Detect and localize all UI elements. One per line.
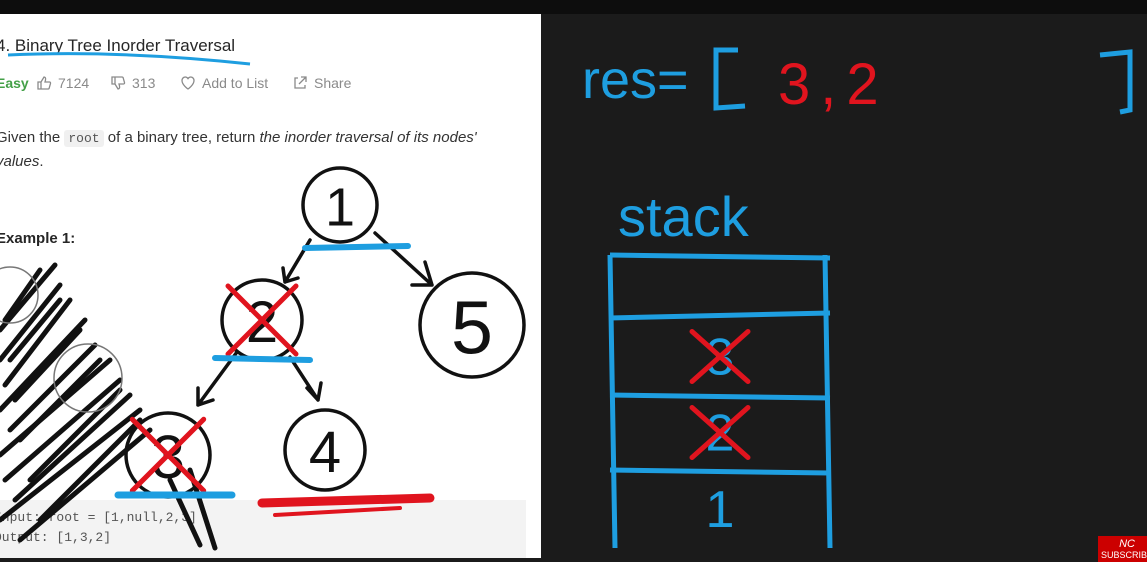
subscribe-label: SUBSCRIBE [1101, 550, 1147, 560]
scribble [0, 262, 218, 551]
dislike-button[interactable]: 313 [110, 72, 155, 94]
stack-divider [609, 467, 831, 476]
res-value: 2 [846, 52, 878, 117]
tree-node-label: 4 [309, 420, 341, 485]
inline-code-root: root [64, 130, 104, 147]
res-close-bracket [1099, 49, 1133, 115]
tree-node-circle [418, 271, 526, 379]
tree-node: 5 [418, 271, 526, 379]
res-value: , [820, 52, 836, 117]
difficulty-badge: Easy [0, 75, 29, 91]
tree-node: 1 [301, 166, 379, 244]
stack-cell: 2 [689, 405, 751, 463]
share-icon [294, 76, 307, 89]
cross-mark [689, 329, 751, 384]
res-expression: res= 3,2 [582, 47, 1133, 117]
desc-emphasis: the inorder traversal of its nodes' valu… [0, 129, 477, 170]
tree-node-label: 1 [325, 177, 355, 237]
thumbs-down-icon [111, 76, 126, 90]
res-values: 3,2 [778, 52, 879, 117]
add-to-list-label: Add to List [202, 75, 269, 91]
example-label: Example 1: [0, 230, 76, 247]
like-button[interactable]: 7124 [36, 72, 89, 94]
share-button[interactable]: Share [292, 72, 351, 94]
tree-node-circle [283, 408, 367, 492]
subscribe-watermark: NC SUBSCRIBE [1098, 536, 1147, 562]
add-to-list-button[interactable]: Add to List [180, 72, 268, 94]
desc-text: Given the [0, 129, 65, 146]
tree-node-label: 5 [451, 286, 493, 370]
stack-cell-value: 1 [706, 481, 735, 539]
problem-title: 4. Binary Tree Inorder Traversal [0, 36, 236, 55]
stack-divider [609, 310, 831, 321]
title-underline [7, 52, 251, 66]
likes-count: 7124 [58, 75, 90, 91]
share-label: Share [314, 75, 352, 91]
desc-text-mid: of a binary tree, return [103, 129, 260, 146]
nc-logo: NC [1119, 538, 1135, 550]
tree-node: 2 [220, 278, 304, 362]
stack-divider [609, 252, 831, 261]
stack-walls [607, 254, 833, 549]
tree-node: 4 [283, 408, 367, 492]
res-open-bracket [713, 47, 746, 111]
stack-cell: 1 [706, 481, 735, 539]
stack-label: stack [618, 185, 750, 248]
heart-icon [181, 76, 195, 90]
cross-mark [225, 283, 299, 357]
stack-cell: 3 [689, 329, 751, 387]
dislikes-count: 313 [132, 75, 156, 91]
res-value: 3 [778, 52, 810, 117]
tree-edges [196, 231, 434, 407]
top-bar [0, 0, 1147, 14]
res-label: res= [582, 50, 689, 110]
tree-node-circle [301, 166, 379, 244]
example-codebox: Input: root = [1,null,2,3] Output: [1,3,… [0, 500, 526, 558]
problem-description: Given the root of a binary tree, return … [0, 126, 516, 173]
tree-underlines [114, 243, 435, 517]
cross-mark [689, 405, 751, 460]
stack-box: 3 2 1 [607, 252, 833, 549]
stack-divider [609, 392, 831, 401]
cross-mark [129, 416, 207, 494]
desc-text-post: . [39, 153, 44, 170]
tree-nodes: 12 5 3 4 [124, 166, 526, 499]
thumbs-up-icon [37, 76, 52, 90]
tree-node: 3 [124, 411, 212, 499]
